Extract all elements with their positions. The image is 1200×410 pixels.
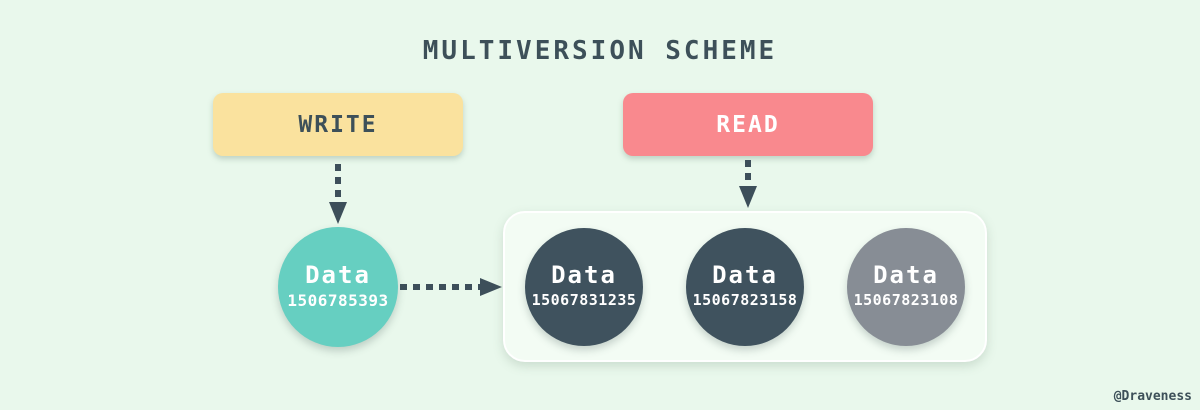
diagram-title: MULTIVERSION SCHEME <box>0 36 1200 66</box>
read-to-versions-arrow <box>736 158 760 210</box>
write-node: WRITE <box>213 93 463 156</box>
write-node-label: WRITE <box>298 112 377 138</box>
version-label: Data <box>873 262 939 290</box>
current-version-number: 1506785393 <box>287 290 388 312</box>
current-version-label: Data <box>305 262 371 290</box>
version-number: 15067823158 <box>693 290 798 311</box>
version-node: Data 15067823108 <box>847 228 965 346</box>
read-node: READ <box>623 93 873 156</box>
current-to-versions-arrow <box>398 275 504 299</box>
version-label: Data <box>712 262 778 290</box>
version-label: Data <box>551 262 617 290</box>
version-node: Data 15067831235 <box>525 228 643 346</box>
version-number: 15067823108 <box>854 290 959 311</box>
watermark: @Draveness <box>1114 389 1192 404</box>
read-node-label: READ <box>716 112 779 138</box>
versions-container: Data 15067831235 Data 15067823158 Data 1… <box>503 211 987 362</box>
version-node: Data 15067823158 <box>686 228 804 346</box>
current-version-node: Data 1506785393 <box>278 227 398 347</box>
version-number: 15067831235 <box>532 290 637 311</box>
write-to-current-arrow <box>326 160 350 228</box>
